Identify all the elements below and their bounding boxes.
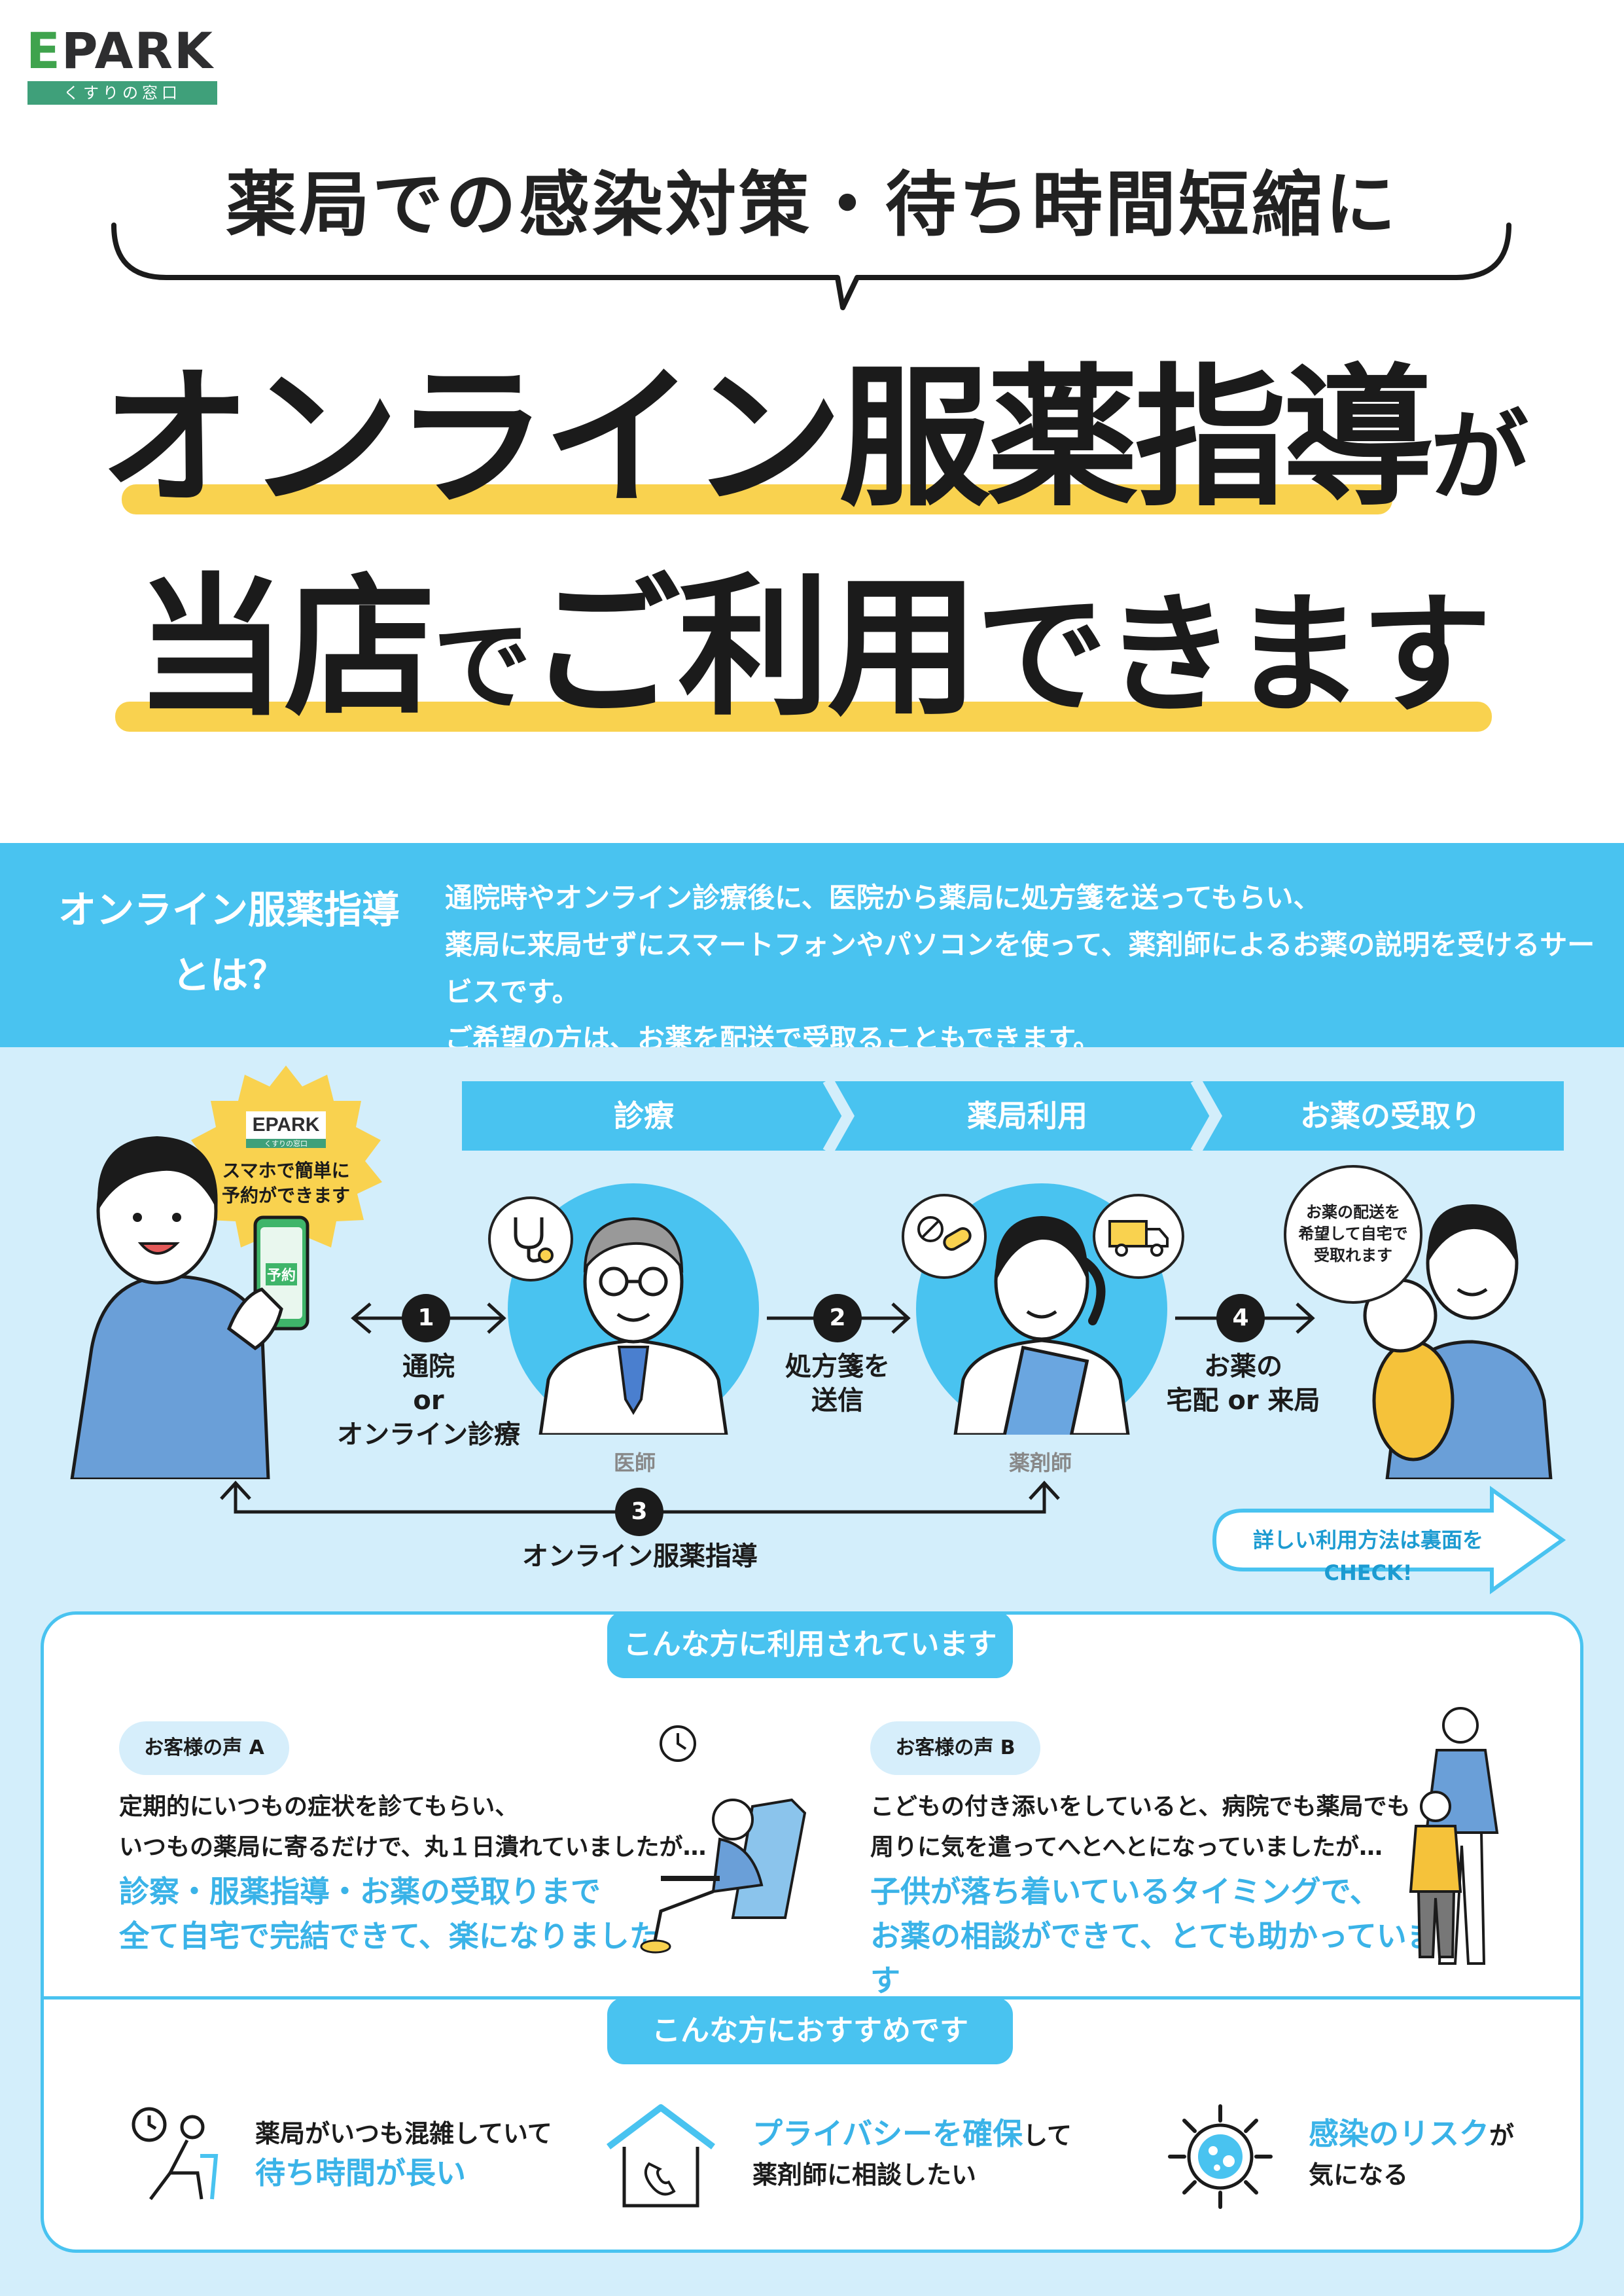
logo-word: EPARK [26, 22, 214, 80]
epark-logo: EPARK くすりの窓口 [26, 24, 222, 105]
logo-subtitle: くすりの窓口 [27, 81, 217, 105]
mother-baby-illustration [1363, 1204, 1553, 1479]
svg-text:EPARK: EPARK [253, 1114, 320, 1136]
rec-privacy-text: プライバシーを確保して 薬剤師に相談したい [752, 2116, 1072, 2189]
label-online-guidance: オンライン服薬指導 [522, 1541, 758, 1571]
voice-a-text: 定期的にいつもの症状を診てもらい、 いつもの薬局に寄るだけで、丸１日潰れていまし… [119, 1793, 707, 1861]
patient-illustration: 予約 [70, 1136, 309, 1479]
stethoscope-icon [514, 1217, 554, 1263]
about-band [0, 843, 1624, 1047]
voice-a-highlight: 診察・服薬指導・お薬の受取りまで 全て自宅で完結できて、楽になりました [119, 1874, 660, 1954]
hero-highlight-1 [122, 484, 1392, 514]
step-number-3: 3 [615, 1488, 663, 1536]
svg-text:スマホで簡単に: スマホで簡単に [222, 1160, 349, 1181]
remote-worker-illustration [640, 1725, 807, 1954]
pills-bubble [902, 1194, 987, 1279]
voice-b-pill: お客様の声 B [870, 1721, 1040, 1775]
detail-link-text[interactable]: 詳しい利用方法は裏面を CHECK! [1252, 1528, 1483, 1585]
subtitle: 薬局での感染対策・待ち時間短縮に [225, 164, 1398, 246]
home-phone-icon [607, 2104, 715, 2208]
step-diagnosis: 診療 [614, 1098, 674, 1134]
voice-b-text: こどもの付き添いをしていると、病院でも薬局でも 周りに気を遣ってへとへとになって… [870, 1793, 1411, 1861]
rec-infection-text: 感染のリスクが 気になる [1309, 2116, 1515, 2189]
about-title: オンライン服薬指導 とは？ [58, 888, 400, 997]
role-pharmacist: 薬剤師 [1008, 1450, 1072, 1475]
label-delivery: お薬の 宅配 or 来局 [1166, 1352, 1320, 1416]
label-send-prescription: 処方箋を 送信 [785, 1352, 890, 1416]
about-description: 通院時やオンライン診療後に、医院から薬局に処方箋を送ってもらい、 薬局に来局せず… [445, 882, 1595, 1055]
virus-icon [1168, 2104, 1273, 2209]
hero-highlight-2 [115, 702, 1492, 732]
step-receive: お薬の受取り [1300, 1098, 1481, 1134]
step-number-2: 2 [813, 1294, 862, 1342]
svg-text:くすりの窓口: くすりの窓口 [264, 1139, 308, 1148]
recommend-tab: こんな方におすすめです [607, 1998, 1013, 2064]
svg-text:予約: 予約 [267, 1267, 296, 1284]
label-visit: 通院 or オンライン診療 [337, 1352, 520, 1450]
voice-b-highlight: 子供が落ち着いているタイミングで、 お薬の相談ができて、とても助かっています [870, 1874, 1437, 1998]
epark-badge: EPARK くすりの窓口 スマホで簡単に 予約ができます [190, 1066, 382, 1257]
waiting-person-icon [132, 2107, 219, 2200]
voice-a-pill: お客様の声 A [119, 1721, 289, 1775]
testimonials-panel [41, 1611, 1583, 2253]
rec-waiting-text: 薬局がいつも混雑していて 待ち時間が長い [255, 2119, 552, 2191]
step-number-4: 4 [1216, 1294, 1265, 1342]
delivery-info-text: お薬の配送を 希望して自宅で 受取れます [1298, 1203, 1408, 1265]
detail-arrow[interactable] [1204, 1484, 1570, 1596]
delivery-truck-icon [1108, 1220, 1169, 1257]
step-number-1: 1 [402, 1294, 450, 1342]
step-chevrons [462, 1081, 1564, 1151]
parent-child-illustration [1409, 1707, 1499, 1965]
role-doctor: 医師 [613, 1450, 656, 1475]
doctor-illustration [538, 1217, 728, 1435]
subtitle-bracket [111, 223, 1511, 310]
pharmacist-illustration [953, 1216, 1130, 1435]
stethoscope-bubble [488, 1196, 573, 1282]
step-pharmacy: 薬局利用 [967, 1098, 1087, 1134]
pills-icon [917, 1216, 972, 1251]
users-tab: こんな方に利用されています [607, 1611, 1013, 1678]
hero-title-line1: オンライン服薬指導が [99, 350, 1528, 527]
delivery-info-bubble [1284, 1165, 1422, 1304]
hero-title-line2: 当店でご利用できます [134, 560, 1492, 736]
svg-text:予約ができます: 予約ができます [222, 1185, 350, 1206]
